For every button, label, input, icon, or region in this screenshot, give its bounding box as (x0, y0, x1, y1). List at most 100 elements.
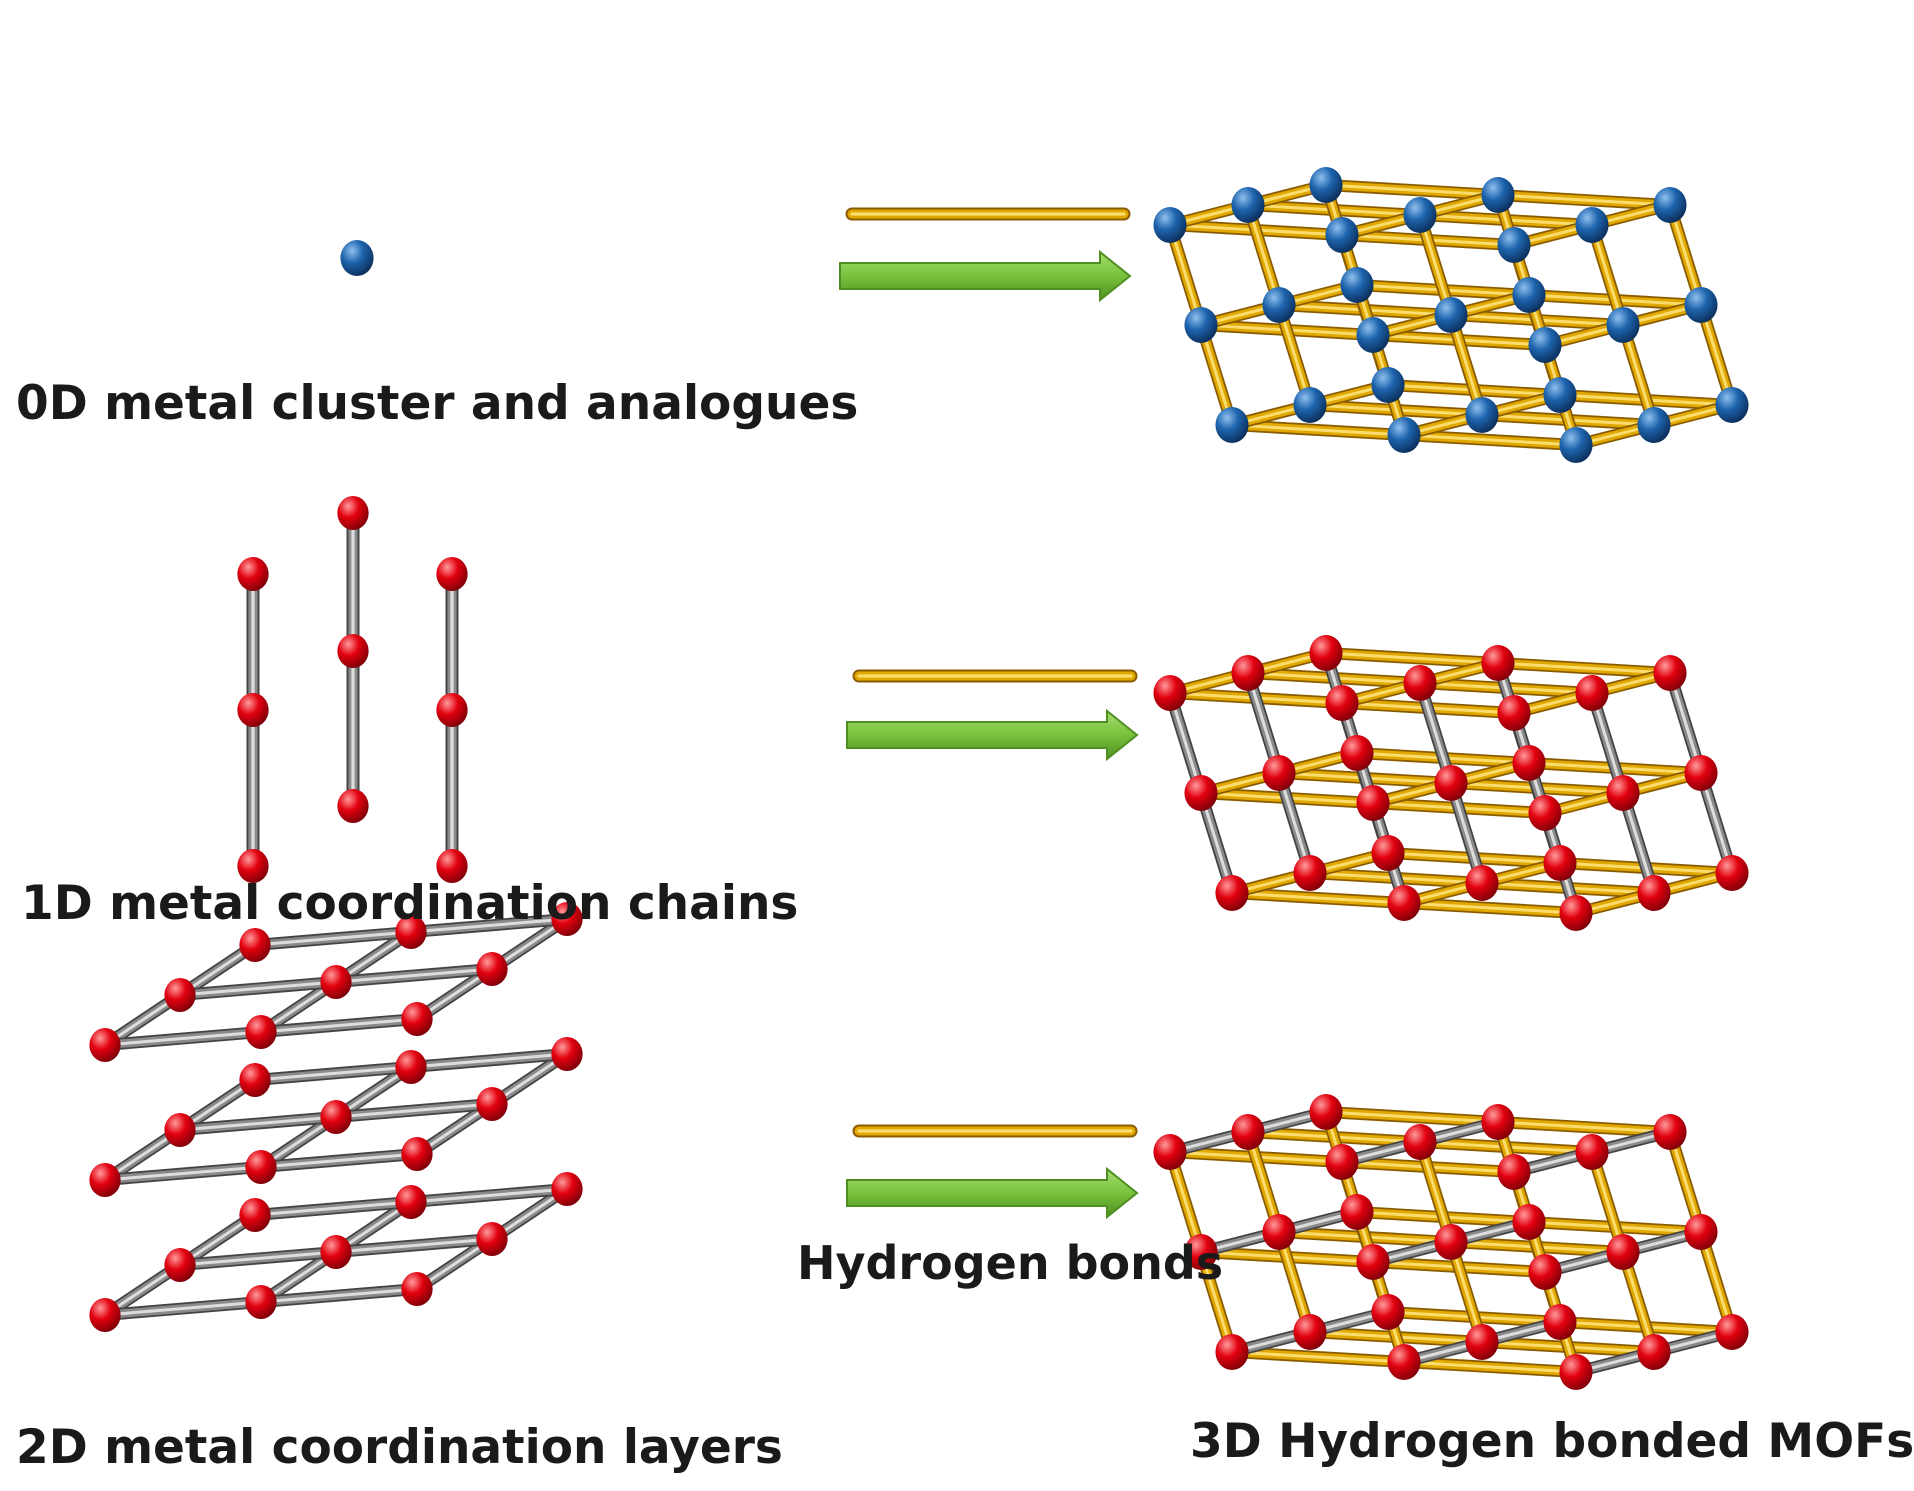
blue-metal-node (1262, 287, 1296, 323)
red-metal-node (239, 928, 271, 962)
coordination-bond (330, 963, 498, 988)
red-metal-node (1340, 1194, 1374, 1230)
red-metal-node (1528, 1254, 1562, 1290)
red-metal-node (551, 902, 583, 936)
red-metal-node (1497, 695, 1531, 731)
one-d-label: 1D metal coordination chains (21, 876, 799, 931)
blue-metal-node (1325, 217, 1359, 253)
red-metal-node (1262, 1214, 1296, 1250)
coordination-bond (174, 1111, 342, 1136)
hydrogen-bond (1320, 179, 1504, 201)
one-d-chains (237, 496, 468, 883)
blue-metal-node (1715, 387, 1749, 423)
red-metal-node (1371, 835, 1405, 871)
red-metal-node (1637, 875, 1671, 911)
red-metal-node (1215, 875, 1249, 911)
red-metal-node (1481, 1104, 1515, 1140)
hydrogen-bond (1492, 657, 1676, 679)
red-metal-node (245, 1015, 277, 1049)
red-metal-node (1387, 1344, 1421, 1380)
red-metal-node (1715, 855, 1749, 891)
red-metal-node (1512, 1204, 1546, 1240)
coordination-bond (255, 1013, 423, 1038)
coordination-bond (330, 1233, 498, 1258)
red-metal-node (1262, 755, 1296, 791)
red-metal-node (237, 849, 269, 883)
hydrogen-bond (1226, 887, 1410, 909)
coordination-bond (99, 1026, 267, 1051)
red-metal-node (1371, 1294, 1405, 1330)
red-metal-node (237, 557, 269, 591)
red-metal-node (436, 693, 468, 727)
red-metal-node (1559, 1354, 1593, 1390)
blue-metal-node (1481, 177, 1515, 213)
red-metal-node (245, 1150, 277, 1184)
hydrogen-bond (1320, 1106, 1504, 1128)
coordination-bond (99, 1161, 267, 1186)
red-metal-node (1653, 1114, 1687, 1150)
coordination-bond (174, 1246, 342, 1271)
red-metal-node (1575, 675, 1609, 711)
red-metal-node (89, 1028, 121, 1062)
hydrogen-bond (1492, 1116, 1676, 1138)
hydrogen-bond (1398, 1356, 1582, 1378)
coordination-bond (99, 1296, 267, 1321)
hydrogen-bond (1492, 189, 1676, 211)
red-metal-node (1465, 865, 1499, 901)
red-metal-node (476, 1087, 508, 1121)
red-metal-node (89, 1163, 121, 1197)
hydrogen-bond (1226, 419, 1410, 441)
blue-metal-node (1356, 317, 1390, 353)
blue-metal-node (1559, 427, 1593, 463)
red-metal-node (1184, 775, 1218, 811)
hydrogen-bond-arrows (839, 207, 1139, 1220)
red-metal-node (337, 789, 369, 823)
hydrogen-bonds-label: Hydrogen bonds (797, 1236, 1224, 1290)
red-metal-node (1465, 1324, 1499, 1360)
red-metal-node (1340, 735, 1374, 771)
red-metal-node (1215, 1334, 1249, 1370)
green-arrow (846, 1166, 1139, 1220)
three-d-framework-blue (1153, 167, 1749, 463)
red-metal-node (401, 1002, 433, 1036)
red-metal-node (436, 557, 468, 591)
red-metal-node (320, 1235, 352, 1269)
blue-metal-node (1293, 387, 1327, 423)
red-metal-node (239, 1063, 271, 1097)
blue-metal-node (1575, 207, 1609, 243)
three-d-label: 3D Hydrogen bonded MOFs (1190, 1414, 1914, 1469)
red-metal-node (401, 1272, 433, 1306)
coordination-bond (249, 1061, 417, 1086)
hydrogen-bond (1398, 429, 1582, 451)
coordination-bond (330, 1098, 498, 1123)
red-metal-node (1434, 765, 1468, 801)
red-metal-node (476, 1222, 508, 1256)
coordination-bond (255, 1283, 423, 1308)
blue-metal-node (1309, 167, 1343, 203)
red-metal-node (476, 952, 508, 986)
red-metal-node (164, 978, 196, 1012)
red-metal-node (237, 693, 269, 727)
red-metal-node (1512, 745, 1546, 781)
blue-metal-node (1215, 407, 1249, 443)
blue-metal-node (340, 240, 374, 276)
red-metal-node (1653, 655, 1687, 691)
two-d-label: 2D metal coordination layers (16, 1420, 783, 1475)
red-metal-node (1293, 855, 1327, 891)
red-metal-node (436, 849, 468, 883)
red-metal-node (1356, 785, 1390, 821)
red-metal-node (337, 634, 369, 668)
red-metal-node (164, 1113, 196, 1147)
red-metal-node (1403, 1124, 1437, 1160)
two-d-layers (89, 902, 583, 1332)
red-metal-node (1434, 1224, 1468, 1260)
coordination-bond (174, 976, 342, 1001)
coordination-bond (405, 1183, 573, 1208)
green-arrow (839, 249, 1132, 303)
green-arrow (846, 708, 1139, 762)
red-metal-node (1575, 1134, 1609, 1170)
red-metal-node (1606, 775, 1640, 811)
red-metal-node (395, 1050, 427, 1084)
red-metal-node (1715, 1314, 1749, 1350)
